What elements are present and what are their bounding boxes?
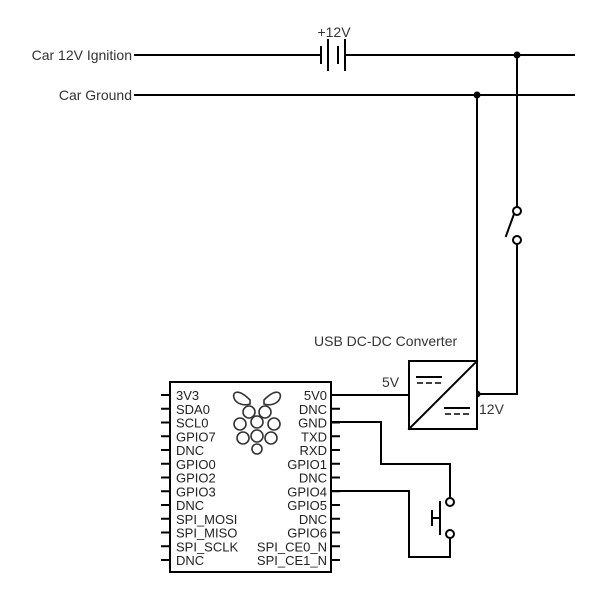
left-pin-label: SCL0 <box>176 416 209 431</box>
left-pin-label: SPI_MISO <box>176 526 237 541</box>
right-pin-label: RXD <box>300 443 327 458</box>
converter-12v-label: 12V <box>479 401 505 417</box>
raspberry-pi-logo-icon <box>232 391 282 455</box>
left-pin-label: GPIO7 <box>176 429 216 444</box>
left-pin-label: DNC <box>176 443 204 458</box>
converter-label: USB DC-DC Converter <box>314 333 457 349</box>
left-pin-labels: 3V3SDA0SCL0GPIO7DNCGPIO0GPIO2GPIO3DNCSPI… <box>176 388 238 568</box>
right-pin-label: SPI_CE1_N <box>257 553 327 568</box>
right-pin-label: DNC <box>299 512 327 527</box>
ignition-label: Car 12V Ignition <box>32 47 132 63</box>
right-pin-label: GPIO6 <box>287 526 327 541</box>
right-pin-label: GPIO1 <box>287 457 327 472</box>
push-button-icon <box>431 497 455 539</box>
right-pin-label: TXD <box>301 429 327 444</box>
battery-label: +12V <box>317 24 351 40</box>
right-pin-label: GPIO4 <box>287 484 327 499</box>
left-pin-label: DNC <box>176 553 204 568</box>
right-pin-label: GND <box>298 416 327 431</box>
right-pin-stubs <box>330 394 340 561</box>
right-pin-labels: 5V0DNCGNDTXDRXDGPIO1DNCGPIO4GPIO5DNCGPIO… <box>257 388 327 568</box>
toggle-switch-icon <box>476 54 522 395</box>
right-pin-label: SPI_CE0_N <box>257 539 327 554</box>
right-pin-label: 5V0 <box>304 388 327 403</box>
left-pin-label: 3V3 <box>176 388 199 403</box>
left-pin-label: GPIO0 <box>176 457 216 472</box>
left-pin-stubs <box>161 394 171 561</box>
right-pin-label: DNC <box>299 402 327 417</box>
ground-label: Car Ground <box>59 87 132 103</box>
left-pin-label: GPIO2 <box>176 471 216 486</box>
left-pin-label: GPIO3 <box>176 484 216 499</box>
left-pin-label: SDA0 <box>176 402 210 417</box>
gpio4-wire-to-button <box>330 490 451 558</box>
gnd-wire-to-button <box>330 421 451 498</box>
left-pin-label: SPI_SCLK <box>176 539 238 554</box>
dc-dc-converter-icon <box>407 359 479 431</box>
converter-5v-label: 5V <box>382 374 400 390</box>
right-pin-label: GPIO5 <box>287 498 327 513</box>
left-pin-label: SPI_MOSI <box>176 512 237 527</box>
right-pin-label: DNC <box>299 471 327 486</box>
battery-icon <box>320 39 346 71</box>
left-pin-label: DNC <box>176 498 204 513</box>
